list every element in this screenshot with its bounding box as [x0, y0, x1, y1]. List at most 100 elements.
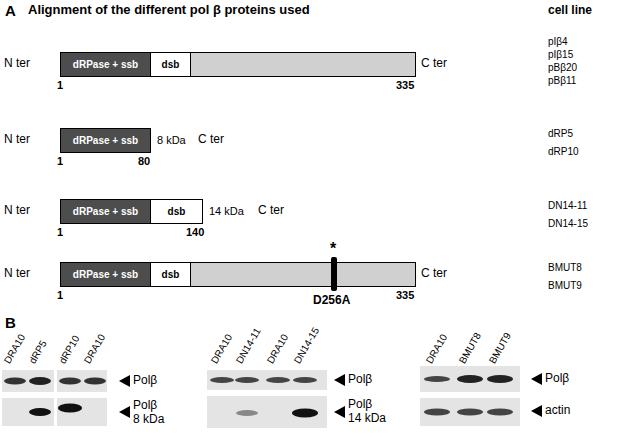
residue-number: 80: [138, 155, 150, 168]
lane-label: DRA10: [2, 332, 29, 366]
band: [236, 410, 258, 416]
band: [58, 404, 82, 413]
lane-label: DRA10: [209, 332, 236, 366]
residue-number: 335: [396, 289, 414, 302]
cell-line: DN14-11: [548, 200, 587, 212]
protein-bar: [61, 263, 416, 287]
domain-segment: dRPase + ssb: [60, 199, 151, 224]
band: [487, 409, 513, 416]
column-header: cell line: [548, 4, 592, 18]
blot: [420, 398, 520, 426]
terminus-label: C ter: [198, 133, 224, 147]
band: [29, 408, 51, 416]
cell-line: pBβ11: [548, 75, 576, 87]
segment-label: dRPase + ssb: [73, 206, 138, 217]
residue-number: 1: [57, 226, 63, 239]
arrowhead: [334, 374, 345, 386]
domain-segment: dRPase + ssb: [60, 128, 151, 153]
panel-letter: B: [5, 314, 16, 331]
blot: [57, 398, 107, 426]
blot: [207, 370, 327, 390]
segment-label: dsb: [162, 59, 180, 70]
lane-label: DRA10: [424, 332, 451, 366]
band-label: Polβ 8 kDa: [133, 399, 166, 427]
terminus-label: N ter: [4, 267, 30, 281]
terminus-label: C ter: [421, 57, 447, 71]
band: [457, 375, 483, 383]
band: [4, 378, 26, 385]
lane-label: BMUT9: [487, 331, 514, 366]
band: [424, 376, 450, 382]
band-label: Polβ: [133, 374, 157, 388]
segment-label: dRPase + ssb: [73, 59, 138, 70]
mutation-star: *: [330, 240, 336, 258]
cell-line: DN14-15: [548, 218, 588, 230]
cell-line: pIβ15: [548, 49, 573, 61]
residue-number: 1: [57, 289, 63, 302]
band: [210, 377, 234, 383]
protein-bar: [61, 53, 416, 77]
terminus-label: N ter: [4, 133, 30, 147]
band-label: Polβ 14 kDa: [348, 398, 388, 426]
arrowhead: [531, 373, 542, 385]
arrowhead: [531, 405, 542, 417]
lane-label: BMUT8: [457, 331, 484, 366]
band-label: actin: [545, 404, 570, 418]
residue-number: 140: [186, 226, 204, 239]
arrowhead: [334, 406, 345, 418]
lane-label: DRA10: [265, 332, 292, 366]
band: [59, 378, 81, 385]
lane-label: DN14-11: [234, 326, 264, 366]
arrowhead: [119, 375, 130, 387]
domain-segment: dsb: [150, 199, 203, 224]
band-label: Polβ: [545, 372, 569, 386]
band: [424, 409, 450, 416]
panel-title: Alignment of the different pol β protein…: [28, 3, 310, 18]
band: [84, 378, 106, 385]
band: [457, 409, 483, 416]
arrowhead: [119, 406, 130, 418]
domain-segment: dsb: [150, 262, 191, 287]
segment-label: dsb: [162, 269, 180, 280]
mutation-label: D256A: [313, 294, 350, 308]
domain-segment: dRPase + ssb: [60, 262, 151, 287]
band: [266, 377, 290, 383]
cell-line: pIβ4: [548, 36, 568, 48]
band: [292, 409, 318, 418]
lane-label: DRA10: [82, 332, 109, 366]
blot: [207, 396, 327, 428]
residue-number: 335: [396, 79, 414, 92]
band: [293, 377, 317, 383]
mutation-mark: [331, 257, 337, 291]
domain-segment: dsb: [150, 52, 191, 77]
panel-letter: A: [5, 2, 16, 19]
band-label: Polβ: [348, 373, 372, 387]
segment-label: dRPase + ssb: [73, 135, 138, 146]
cell-line: dRP5: [548, 128, 573, 140]
band: [487, 375, 513, 383]
cell-line: BMUT9: [548, 280, 582, 292]
lane-label: dRP10: [57, 334, 83, 366]
residue-number: 1: [57, 79, 63, 92]
size-label: 8 kDa: [157, 134, 186, 147]
domain-segment: dRPase + ssb: [60, 52, 151, 77]
terminus-label: N ter: [4, 204, 30, 218]
segment-label: dRPase + ssb: [73, 269, 138, 280]
terminus-label: N ter: [4, 57, 30, 71]
band: [235, 377, 259, 383]
residue-number: 1: [57, 155, 63, 168]
lane-label: dRP5: [27, 338, 50, 366]
size-label: 14 kDa: [209, 205, 244, 218]
lane-label: DN14-15: [292, 325, 322, 366]
terminus-label: C ter: [258, 204, 284, 218]
cell-line: dRP10: [548, 146, 579, 158]
segment-label: dsb: [168, 206, 186, 217]
cell-line: pBβ20: [548, 62, 577, 74]
cell-line: BMUT8: [548, 262, 582, 274]
blot: [57, 370, 107, 392]
blot: [2, 398, 54, 426]
terminus-label: C ter: [421, 267, 447, 281]
band: [29, 377, 51, 385]
blot: [420, 366, 520, 392]
